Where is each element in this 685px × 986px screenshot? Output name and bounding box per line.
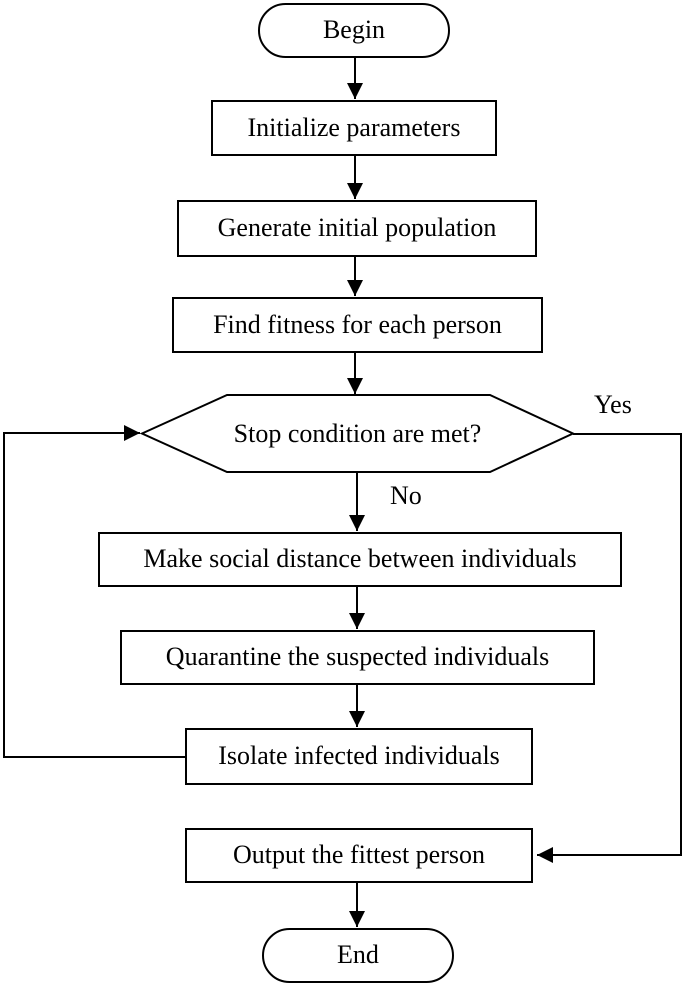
node-end-label: End (337, 940, 379, 970)
node-social-distance: Make social distance between individuals (98, 532, 622, 587)
edge-label-no: No (390, 481, 422, 510)
node-generate-initial-population: Generate initial population (177, 200, 537, 257)
node-quarantine-suspected: Quarantine the suspected individuals (120, 630, 595, 685)
node-end: End (262, 928, 454, 983)
edge-label-yes: Yes (594, 390, 632, 419)
edge-isolate-loop-to-decision-arrow (3, 425, 185, 758)
node-initialize-parameters: Initialize parameters (211, 100, 497, 156)
node-begin-label: Begin (322, 15, 386, 45)
edge-decision-yes-to-output-arrow (537, 433, 682, 863)
node-stop-condition: Stop condition are met? (142, 395, 573, 472)
node-output-fittest: Output the fittest person (185, 828, 533, 883)
node-initialize-parameters-label: Initialize parameters (247, 112, 461, 142)
node-find-fitness-label: Find fitness for each person (213, 309, 502, 339)
node-stop-condition-label: Stop condition are met? (233, 418, 482, 448)
node-isolate-infected-label: Isolate infected individuals (218, 741, 500, 771)
node-isolate-infected: Isolate infected individuals (185, 728, 533, 785)
node-social-distance-label: Make social distance between individuals (143, 544, 577, 574)
node-find-fitness: Find fitness for each person (172, 297, 543, 353)
node-output-fittest-label: Output the fittest person (232, 840, 485, 870)
node-begin: Begin (258, 3, 450, 58)
decision-hexagon-shape (139, 394, 576, 473)
node-quarantine-suspected-label: Quarantine the suspected individuals (165, 642, 550, 672)
node-generate-initial-population-label: Generate initial population (217, 213, 497, 243)
